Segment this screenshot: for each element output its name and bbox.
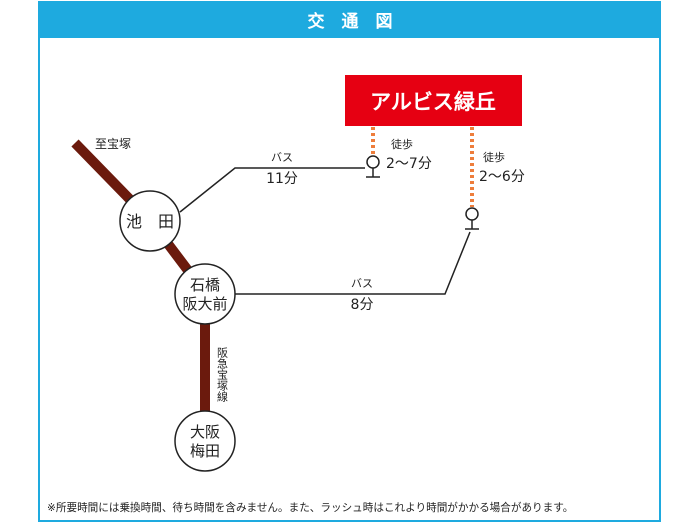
destination-label: アルビス緑丘 — [370, 90, 496, 114]
svg-text:阪大前: 阪大前 — [182, 295, 227, 313]
walk-2-time: 2〜6分 — [479, 169, 525, 185]
svg-text:石橋: 石橋 — [190, 276, 220, 294]
destination-box — [345, 75, 522, 126]
bus-stop-icon — [366, 155, 380, 178]
walk-1-time: 2〜7分 — [386, 156, 432, 172]
bus-route-2 — [235, 231, 471, 295]
svg-text:梅田: 梅田 — [190, 442, 220, 460]
rail-direction-label: 至宝塚 — [95, 137, 131, 151]
header-title: 交 通 図 — [308, 11, 393, 32]
rail-line-name: 阪急宝塚線 — [216, 346, 229, 402]
walk-2-mode: 徒歩 — [483, 150, 505, 164]
svg-text:池 田: 池 田 — [126, 212, 174, 231]
footnote: ※所要時間には乗換時間、待ち時間を含みません。また、ラッシュ時はこれより時間がか… — [47, 501, 573, 514]
station-osaka-umeda: 大阪 梅田 — [174, 410, 236, 472]
bus-route-1-time: 11分 — [266, 171, 298, 187]
header-bar — [39, 2, 660, 38]
svg-text:大阪: 大阪 — [190, 423, 220, 441]
rail-line — [71, 139, 210, 440]
station-ikeda: 池 田 — [119, 190, 181, 252]
bus-route-1-mode: バス — [271, 151, 293, 164]
bus-route-2-mode: バス — [351, 277, 373, 290]
bus-stop-icon — [465, 207, 479, 230]
bus-route-1 — [179, 167, 365, 213]
walk-1-mode: 徒歩 — [391, 137, 413, 151]
bus-route-2-time: 8分 — [351, 297, 374, 313]
station-ishibashi-handaimae: 石橋 阪大前 — [174, 263, 236, 325]
